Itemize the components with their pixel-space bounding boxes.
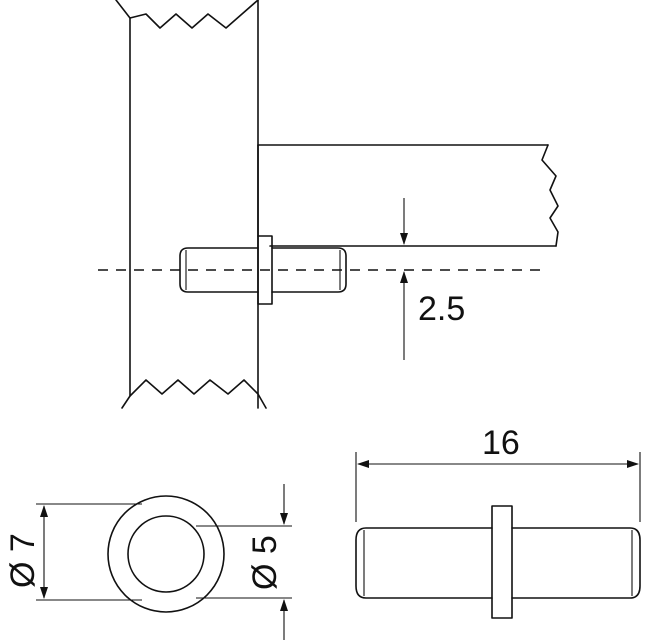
side-view-collar (491, 505, 513, 619)
pin-side-view (355, 505, 641, 619)
pin-end-view (107, 495, 225, 613)
outer-circle (107, 495, 225, 613)
outer-diameter-dimension: Ø 7 (4, 503, 142, 601)
shelf-board (257, 144, 559, 247)
top-break-line (115, 0, 259, 29)
bottom-break-line (121, 379, 267, 409)
outer-diameter-label: Ø 7 (4, 533, 42, 588)
shelf-break-line (541, 144, 559, 247)
pin-collar (257, 235, 273, 305)
inner-diameter-label: Ø 5 (246, 535, 284, 590)
offset-dimension: 2.5 (400, 198, 465, 360)
length-dimension: 16 (355, 424, 641, 522)
side-panel (115, 0, 267, 409)
inner-circle (127, 515, 205, 593)
length-label: 16 (482, 424, 520, 462)
offset-label: 2.5 (418, 290, 465, 328)
inner-diameter-dimension: Ø 5 (196, 484, 292, 640)
